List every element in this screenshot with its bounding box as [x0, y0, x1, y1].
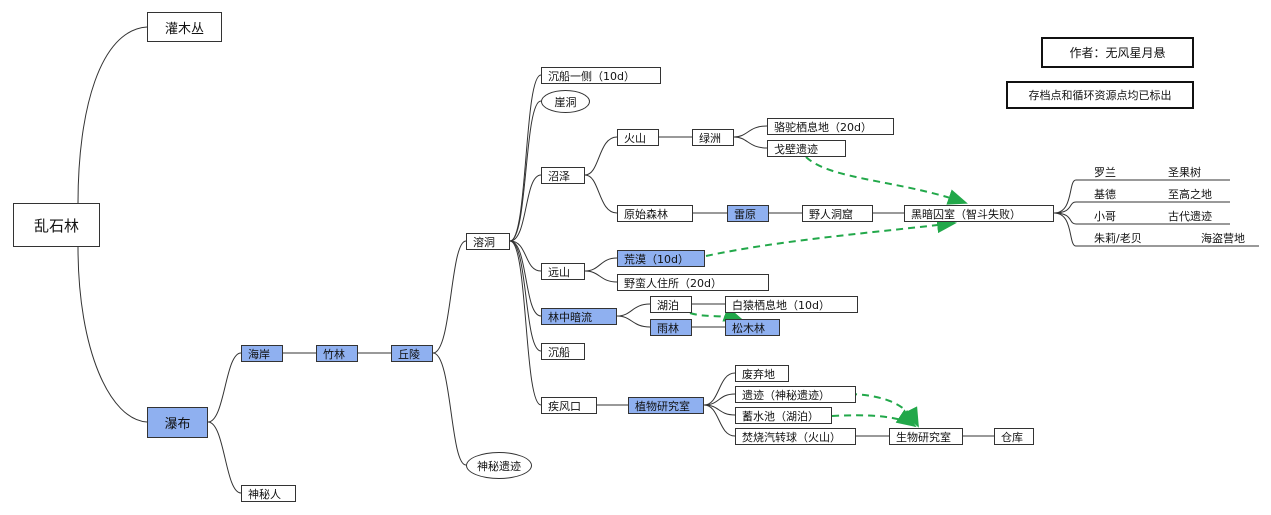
edge-prison-char-0	[1053, 179, 1230, 214]
node-pine-forest[interactable]: 松木林	[725, 319, 780, 336]
node-bamboo[interactable]: 竹林	[316, 345, 358, 362]
node-savage-home[interactable]: 野蛮人住所（20d）	[617, 274, 769, 291]
edge-waterfall-person	[207, 421, 242, 494]
node-holy-fruit-tree[interactable]: 圣果树	[1168, 165, 1201, 179]
node-supreme-land[interactable]: 至高之地	[1168, 187, 1212, 201]
node-waterfall[interactable]: 瀑布	[147, 407, 208, 438]
edge-swamp-volcano	[584, 136, 618, 176]
edge-cave-0	[509, 74, 542, 242]
node-warehouse[interactable]: 仓库	[994, 428, 1034, 445]
edge-swamp-forest	[584, 174, 618, 214]
node-jilu[interactable]: 基德	[1094, 187, 1116, 201]
arrow-lake-pine	[689, 306, 744, 322]
edge-root-waterfall	[77, 246, 148, 423]
edge-root-shrub	[77, 26, 148, 204]
node-abandoned[interactable]: 废弃地	[735, 365, 789, 382]
edge-stream-rain	[616, 315, 651, 328]
node-camel-habitat[interactable]: 骆驼栖息地（20d）	[767, 118, 894, 135]
node-ancient-ruins[interactable]: 古代遗迹	[1168, 209, 1212, 223]
node-root[interactable]: 乱石林	[13, 203, 100, 247]
node-shipwreck[interactable]: 沉船	[541, 343, 585, 360]
node-shore[interactable]: 海岸	[241, 345, 283, 362]
edge-mountain-wasteland	[584, 257, 618, 272]
edge-prison-char-1	[1053, 201, 1230, 214]
arrow-gobi-prison	[805, 156, 968, 205]
node-green-cave[interactable]: 绿洲	[692, 129, 734, 146]
node-shrub[interactable]: 灌木丛	[147, 12, 222, 42]
node-rainforest[interactable]: 雨林	[650, 319, 692, 336]
node-far-mountain[interactable]: 远山	[541, 263, 585, 280]
node-savage-den[interactable]: 野人洞窟	[802, 205, 873, 222]
node-mystery-ruins[interactable]: 神秘遗迹	[466, 452, 532, 479]
node-thunder-plain[interactable]: 雷原	[727, 205, 769, 222]
node-wasteland[interactable]: 荒漠（10d）	[617, 250, 705, 267]
edge-mountain-savage	[584, 270, 618, 283]
node-luolan[interactable]: 罗兰	[1094, 165, 1116, 179]
edge-green-gobi	[733, 136, 768, 149]
node-zhuli-laobei[interactable]: 朱莉/老贝	[1094, 231, 1142, 245]
node-xiaoge[interactable]: 小哥	[1094, 209, 1116, 223]
node-incinerator[interactable]: 焚烧汽转球（火山）	[735, 428, 856, 445]
node-hill[interactable]: 丘陵	[391, 345, 433, 362]
node-windy-pass[interactable]: 疾风口	[541, 397, 597, 414]
edge-hill-cave	[432, 240, 467, 354]
node-cave[interactable]: 溶洞	[466, 233, 510, 250]
node-white-monkey[interactable]: 白猿栖息地（10d）	[725, 296, 858, 313]
edge-cave-5	[509, 240, 542, 352]
legend-note: 存档点和循环资源点均已标出	[1006, 81, 1194, 109]
edge-hill-ruins	[432, 352, 467, 466]
arrow-reservoir-bio	[831, 409, 917, 428]
node-gobi-ruins[interactable]: 戈壁遗迹	[767, 140, 846, 157]
node-pirate-camp[interactable]: 海盗营地	[1201, 231, 1245, 245]
node-reservoir[interactable]: 蓄水池（湖泊）	[735, 407, 832, 424]
node-dark-prison[interactable]: 黑暗囚室（智斗失败）	[904, 205, 1054, 222]
edge-waterfall-shore	[207, 352, 242, 423]
node-shipwreck-side[interactable]: 沉船一侧（10d）	[541, 67, 661, 84]
edge-cave-4	[509, 240, 542, 317]
edge-stream-lake	[616, 303, 651, 317]
edge-cave-2	[509, 174, 542, 242]
node-forest-stream[interactable]: 林中暗流	[541, 308, 617, 325]
author-note: 作者：无风星月悬	[1041, 37, 1194, 68]
node-swamp[interactable]: 沼泽	[541, 167, 585, 184]
edge-cave-3	[509, 240, 542, 272]
edge-lab-3	[703, 404, 736, 437]
node-ruins-mystery[interactable]: 遗迹（神秘遗迹）	[735, 386, 856, 403]
edge-lab-0	[703, 372, 736, 406]
node-mystery-person[interactable]: 神秘人	[241, 485, 296, 502]
edge-prison-char-3	[1053, 212, 1259, 247]
edge-cave-6	[509, 240, 542, 406]
node-lake[interactable]: 湖泊	[650, 296, 692, 313]
edge-cave-1	[509, 100, 542, 242]
node-plant-lab[interactable]: 植物研究室	[628, 397, 704, 414]
edge-lab-1	[703, 393, 736, 406]
arrow-wasteland-prison	[705, 217, 957, 257]
node-primeval-forest[interactable]: 原始森林	[617, 205, 693, 222]
node-volcano[interactable]: 火山	[617, 129, 659, 146]
node-bio-lab[interactable]: 生物研究室	[889, 428, 963, 445]
edge-prison-char-2	[1053, 212, 1230, 225]
edge-green-camel	[733, 125, 768, 138]
node-cliff-cave[interactable]: 崖洞	[541, 90, 590, 113]
